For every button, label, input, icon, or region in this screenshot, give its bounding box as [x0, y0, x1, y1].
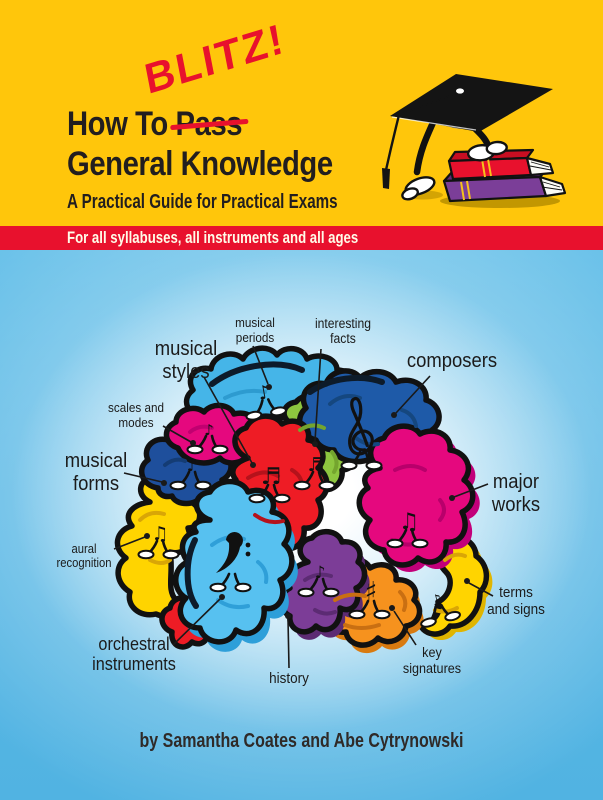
svg-text:♯: ♯	[365, 577, 378, 607]
svg-text:♪: ♪	[430, 590, 444, 610]
bass-clef-icon	[209, 532, 252, 593]
graduation-cap-icon	[382, 74, 567, 208]
brain-fissure-details	[138, 361, 467, 630]
label-key-signatures: key signatures	[402, 644, 462, 676]
svg-text:♪: ♪	[315, 563, 326, 583]
label-musical-styles: musical styles	[154, 337, 218, 384]
banner-text: For all syllabuses, all instruments and …	[67, 229, 359, 247]
label-composers: composers	[406, 349, 498, 372]
label-history: history	[269, 670, 309, 687]
music-note-icon: ♬	[293, 454, 336, 491]
label-interesting-facts: interesting facts	[314, 316, 372, 347]
svg-text:♫: ♫	[151, 523, 168, 545]
label-leader-lines	[113, 345, 494, 669]
treble-clef-icon	[340, 396, 383, 471]
label-musical-forms: musical forms	[64, 449, 128, 496]
svg-text:♪: ♪	[187, 456, 198, 476]
label-aural-recognition: aural recognition	[56, 542, 112, 571]
books-stack-icon	[442, 148, 567, 203]
banner-strip: For all syllabuses, all instruments and …	[0, 226, 603, 250]
title-struck-word: Pass	[175, 105, 243, 143]
subtitle: A Practical Guide for Practical Exams	[67, 191, 338, 214]
svg-text:♬: ♬	[307, 454, 324, 476]
label-major-works: major works	[491, 470, 541, 517]
svg-text:♫: ♫	[399, 509, 420, 535]
title-line-2: General Knowledge	[67, 145, 333, 184]
music-note-icon: ♫	[137, 523, 180, 560]
label-scales-and-modes: scales and modes	[108, 400, 164, 430]
label-terms-and-signs: terms and signs	[487, 584, 545, 618]
music-note-icon: ♬	[248, 464, 291, 504]
title-prefix: How To	[67, 105, 168, 143]
music-note-icon: ♪	[186, 421, 229, 455]
music-note-characters: ♪ ♪ ♬ ♪ ♬ ♫	[137, 381, 463, 630]
music-note-icon: ♫	[386, 509, 429, 549]
author-byline: by Samantha Coates and Abe Cytrynowski	[139, 730, 464, 752]
label-orchestral-instruments: orchestral instruments	[92, 634, 176, 675]
music-note-icon: ♪	[169, 456, 212, 491]
music-note-icon: ♪	[297, 563, 340, 598]
svg-text:♪: ♪	[204, 421, 214, 439]
sharp-sign-icon: ♯	[348, 577, 391, 620]
music-note-icon: ♪	[416, 590, 463, 630]
svg-text:♬: ♬	[261, 464, 282, 490]
label-musical-periods: musical periods	[235, 315, 275, 345]
